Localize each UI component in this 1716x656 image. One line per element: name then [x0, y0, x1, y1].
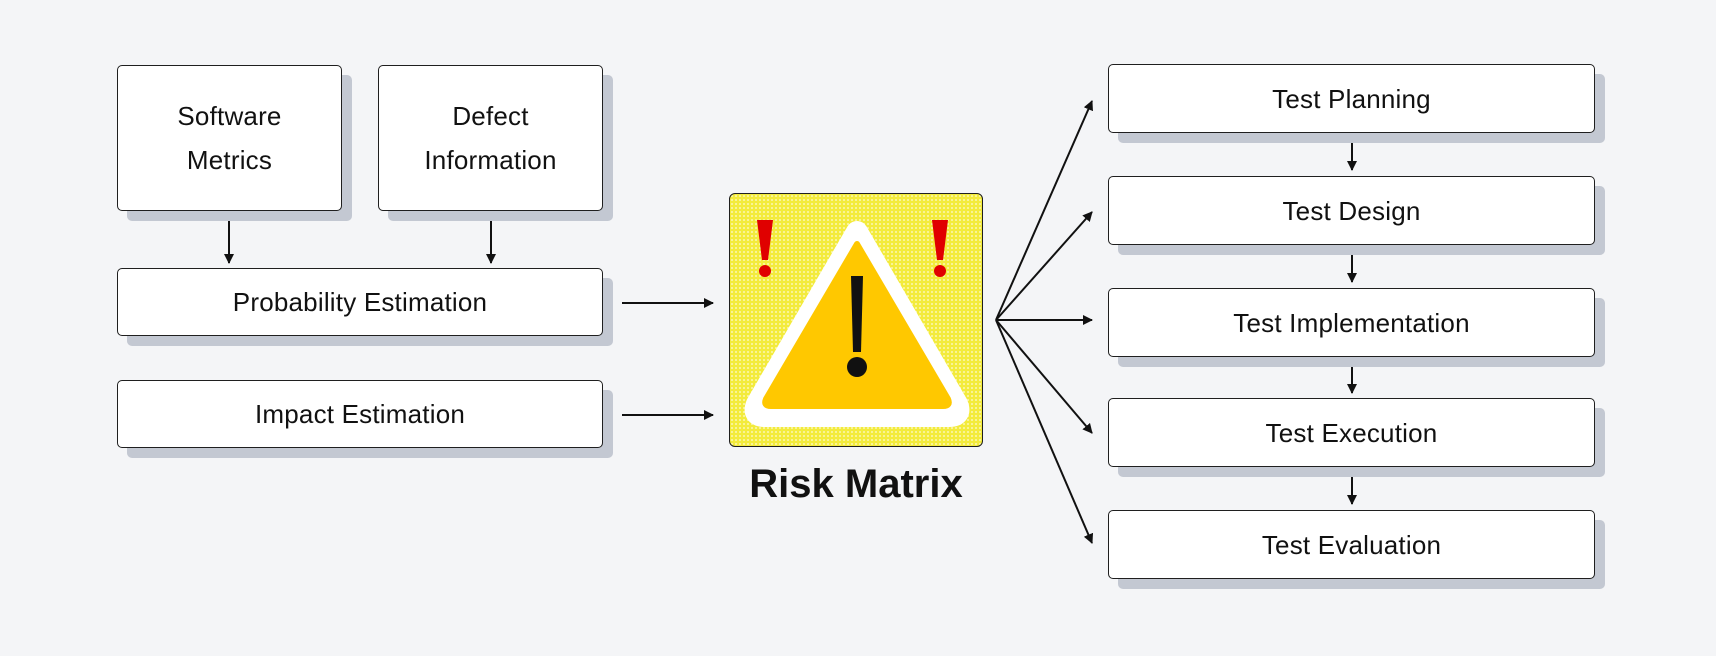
red-exclamation-left-icon: [757, 220, 773, 277]
risk-matrix-title: Risk Matrix: [749, 462, 963, 506]
step-label: Test Design: [1282, 195, 1421, 226]
impact-estimation-box: Impact Estimation: [117, 380, 603, 448]
warning-icon-graphic: [744, 220, 970, 427]
exclamation-dot: [847, 357, 867, 377]
impact-estimation-label: Impact Estimation: [254, 399, 466, 429]
step-test-evaluation: Test Evaluation: [1108, 510, 1595, 579]
step-test-implementation: Test Implementation: [1108, 288, 1595, 357]
software-metrics-label: Software Metrics: [177, 101, 282, 175]
warning-triangle-icon: [729, 193, 983, 447]
step-label: Test Planning: [1272, 83, 1431, 114]
step-test-planning: Test Planning: [1108, 64, 1595, 133]
step-label: Test Execution: [1265, 417, 1438, 448]
arrow-risk-to-evaluation: [995, 319, 1094, 544]
exclamation-bar: [851, 276, 863, 352]
probability-estimation-label: Probability Estimation: [232, 287, 488, 317]
arrow-risk-to-design: [995, 211, 1093, 321]
probability-estimation-box: Probability Estimation: [117, 268, 603, 336]
software-metrics-box: Software Metrics: [117, 65, 342, 211]
arrow-risk-to-planning: [995, 100, 1093, 321]
step-test-design: Test Design: [1108, 176, 1595, 245]
step-label: Test Implementation: [1233, 307, 1470, 338]
step-test-execution: Test Execution: [1108, 398, 1595, 467]
arrow-risk-to-execution: [995, 319, 1093, 434]
step-label: Test Evaluation: [1261, 529, 1442, 560]
defect-information-label: Defect Information: [424, 101, 557, 175]
defect-information-box: Defect Information: [378, 65, 603, 211]
red-exclamation-right-icon: [932, 220, 948, 277]
